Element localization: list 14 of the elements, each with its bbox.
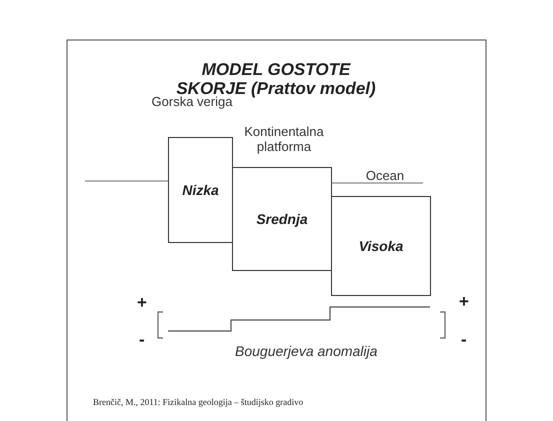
crust-block [331,196,431,296]
block-label: Srednja [256,211,308,227]
crust-block [232,167,332,271]
axis-label: Bouguerjeva anomalija [235,343,378,359]
source-note: Brenčič, M., 2011: Fizikalna geologija – študijsko gradivo [93,397,304,407]
sign-label: - [139,330,145,350]
block-label: Visoka [358,238,404,254]
sign-label: - [461,330,467,350]
sign-label: + [459,292,469,312]
crust-block [168,137,233,243]
sign-label: + [137,293,147,313]
block-label: Nizka [182,182,219,198]
region-label: Ocean [364,168,406,183]
region-label: Kontinentalna platforma [243,124,325,154]
